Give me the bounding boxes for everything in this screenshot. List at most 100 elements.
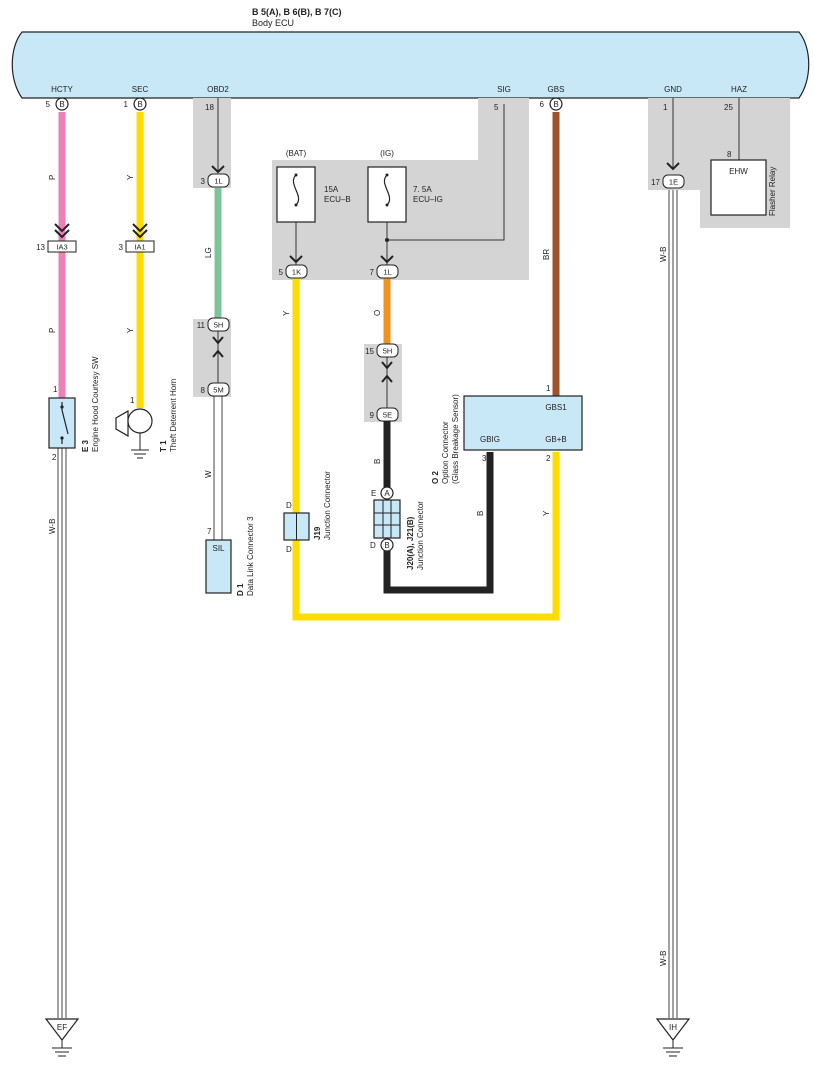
o2-subtitle: (Glass Breakage Sensor) xyxy=(451,394,460,484)
ia1-label: IA1 xyxy=(134,243,145,252)
t1-pin: 1 xyxy=(130,396,135,405)
ecu-terminal-gnd: GND xyxy=(664,85,682,94)
obd-5m-connector xyxy=(207,382,230,397)
ia1-connector xyxy=(125,240,155,253)
pin-gbs-number: 6 xyxy=(540,100,545,109)
ground-ih-triangle xyxy=(655,1018,691,1041)
ig-1l-chevron-icon xyxy=(380,255,394,264)
obd-5h-pin: 11 xyxy=(197,321,206,330)
obd-double-chevron-icon xyxy=(212,336,224,358)
ia3-label: IA3 xyxy=(56,243,67,252)
j20-conn-top-label: A xyxy=(384,489,390,498)
wire-label-ig-o: O xyxy=(373,310,382,316)
bat-1k-pin: 5 xyxy=(279,268,284,277)
o2-terminal-gbig: GBIG xyxy=(480,435,500,444)
t1-code: T 1 xyxy=(159,440,168,452)
bat-1k-chevron-icon xyxy=(289,255,303,264)
e3-contact-top xyxy=(60,405,64,409)
ig-double-chevron-icon xyxy=(381,361,393,383)
j19-name: Junction Connector xyxy=(323,471,332,540)
d1-connector-box xyxy=(205,539,232,594)
gnd-1e-label: 1E xyxy=(669,178,678,187)
j20-conn-bottom xyxy=(380,538,394,552)
ig-5h-label: 5H xyxy=(383,347,393,356)
wire-label-obd-w: W xyxy=(204,470,213,478)
d1-pin: 7 xyxy=(207,527,212,536)
ecu-terminal-sec: SEC xyxy=(132,85,149,94)
d1-code: D 1 xyxy=(236,583,245,596)
e3-name: Engine Hood Courtesy SW xyxy=(91,356,100,452)
wire-label-hcty-lower: P xyxy=(48,328,57,333)
wire-gnd-wb xyxy=(668,190,678,1018)
o2-pin-top: 1 xyxy=(546,384,551,393)
o2-code: O 2 xyxy=(431,471,440,484)
gnd-1e-chevron-icon xyxy=(666,162,680,171)
ecu-body xyxy=(11,31,810,99)
fuse-bat-box xyxy=(276,166,316,223)
fuse-bat-icon xyxy=(292,174,300,206)
fuse-bat-name: ECU–B xyxy=(324,195,351,204)
bat-1k-connector xyxy=(285,264,308,279)
fuse-ig-icon xyxy=(383,174,391,206)
wire-e3-ground xyxy=(57,448,67,1018)
wire-label-gbig-b: B xyxy=(476,511,485,516)
ig-1l-pin: 7 xyxy=(370,268,375,277)
obd-1l-label: 1L xyxy=(214,177,222,186)
obd-5m-pin: 8 xyxy=(201,386,206,395)
j20-connector-box xyxy=(373,499,401,539)
ecu-terminal-gbs: GBS xyxy=(548,85,565,94)
bat-1k-label: 1K xyxy=(292,268,301,277)
wire-label-e3-ground: W-B xyxy=(48,519,57,534)
pin-sec: B xyxy=(133,97,147,111)
wire-label-sec-lower: Y xyxy=(126,327,135,333)
j20-pin-top: E xyxy=(371,489,376,498)
wire-sig xyxy=(387,104,505,241)
fuse-bat-source: (BAT) xyxy=(286,149,307,158)
horn-body-icon xyxy=(127,408,153,434)
svg-text:B: B xyxy=(59,100,64,109)
e3-pin-top: 1 xyxy=(53,385,58,394)
pin-hcty-number: 5 xyxy=(46,100,51,109)
obd-5m-label: 5M xyxy=(213,386,223,395)
obd-1l-chevron-icon xyxy=(211,165,225,174)
ia3-connector xyxy=(47,240,77,253)
wire-label-sec-upper: Y xyxy=(126,174,135,180)
fuse-ig-terminal-bottom xyxy=(385,203,389,207)
ground-ef-label: EF xyxy=(57,1023,67,1032)
ground-ih-label: IH xyxy=(669,1023,677,1032)
pin-gnd-number: 1 xyxy=(663,103,668,112)
pin-hcty: B xyxy=(55,97,69,111)
flasher-terminal-ehw: EHW xyxy=(729,167,748,176)
fuse-ig-source: (IG) xyxy=(380,149,394,158)
ecu-terminal-sig: SIG xyxy=(497,85,511,94)
j20-conn-top xyxy=(380,486,394,500)
fuse-ig-name: ECU–IG xyxy=(413,195,443,204)
ecu-terminal-haz: HAZ xyxy=(731,85,747,94)
o2-terminal-gbb: GB+B xyxy=(545,435,567,444)
j20-conn-bottom-label: B xyxy=(384,541,389,550)
j20-grid xyxy=(374,500,400,538)
pin-sig-number: 5 xyxy=(494,103,499,112)
ehw-pin: 8 xyxy=(727,150,732,159)
wire-label-obd-lg: LG xyxy=(204,247,213,258)
o2-pin-left: 3 xyxy=(482,454,487,463)
fuse-ig-rating: 7. 5A xyxy=(413,185,432,194)
ia3-chevron-icon xyxy=(54,223,70,239)
e3-code: E 3 xyxy=(81,439,90,452)
o2-connector-box xyxy=(463,395,583,451)
wire-label-gnd-lower: W-B xyxy=(659,951,668,966)
wire-label-ig-b: B xyxy=(373,459,382,464)
svg-text:B: B xyxy=(137,100,142,109)
j19-code: J19 xyxy=(313,526,322,540)
obd-5h-label: 5H xyxy=(214,321,224,330)
d1-name: Data Link Connector 3 xyxy=(246,516,255,596)
j20-pin-bottom: D xyxy=(370,541,376,550)
ecu-name: Body ECU xyxy=(252,18,294,28)
flasher-relay-box xyxy=(710,159,767,216)
j20-code: J20(A), J21(B) xyxy=(406,516,415,570)
ia1-pin: 3 xyxy=(119,243,124,252)
gnd-1e-pin: 17 xyxy=(651,178,660,187)
pin-haz-number: 25 xyxy=(724,103,733,112)
o2-terminal-gbs1: GBS1 xyxy=(545,403,567,412)
gnd-1e-connector xyxy=(662,174,685,189)
